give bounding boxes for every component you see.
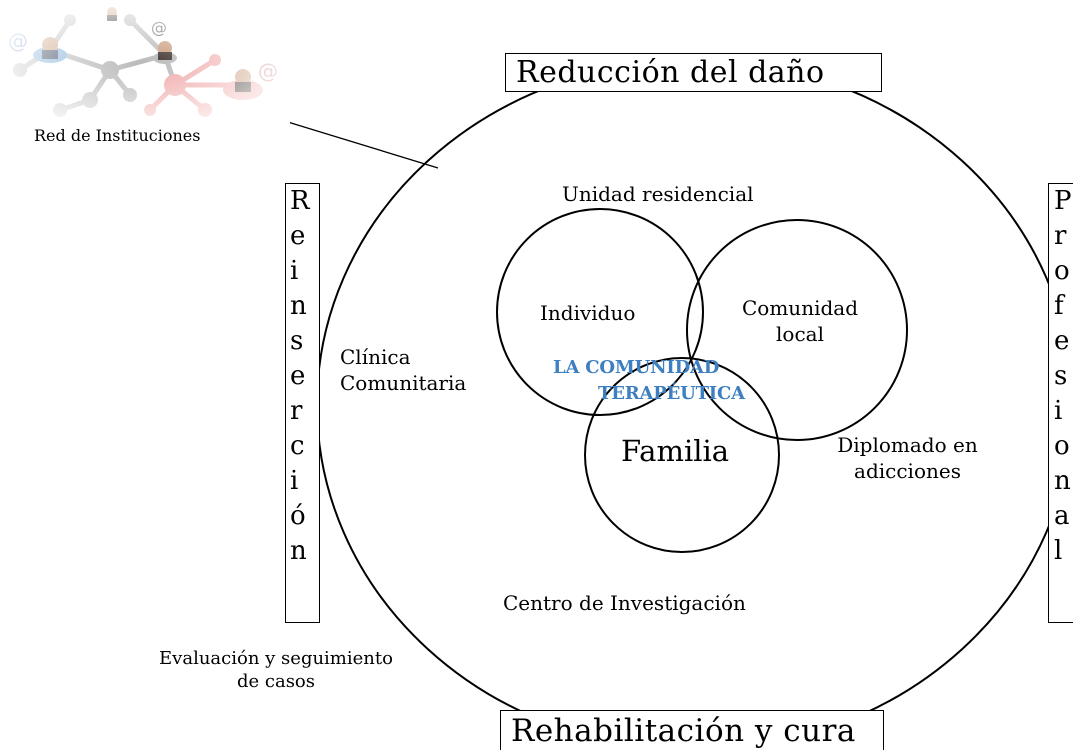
letter: e (290, 221, 306, 251)
title-reduccion: Reducción del daño (505, 53, 882, 92)
individuo-circle (496, 208, 704, 416)
label-line: Comunitaria (340, 371, 467, 395)
letter: n (1054, 466, 1071, 496)
brand-line-1: LA COMUNIDAD (553, 357, 720, 378)
network-illustration: @ @ @ (0, 0, 290, 130)
letter: e (1054, 326, 1070, 356)
outer-circle (316, 59, 1073, 750)
network-caption: Red de Instituciones (34, 126, 201, 145)
arrow-line (277, 118, 439, 169)
label-evaluacion: Evaluación y seguimiento de casos (125, 648, 427, 693)
letter: n (290, 536, 307, 566)
title-rehabilitacion: Rehabilitación y cura (500, 710, 884, 750)
label-familia: Familia (621, 434, 730, 468)
label-line: Evaluación y seguimiento (159, 648, 393, 669)
letter: i (1054, 396, 1063, 426)
comunidad-circle (686, 219, 908, 441)
letter: i (290, 256, 299, 286)
label-clinica-comunitaria: Clínica Comunitaria (340, 344, 466, 396)
label-line: adicciones (854, 459, 961, 483)
label-line: Comunidad (742, 296, 858, 320)
letter: s (290, 326, 304, 356)
letter: a (1054, 501, 1070, 531)
label-line: local (776, 322, 824, 346)
label-diplomado: Diplomado en adicciones (825, 432, 990, 484)
letter: R (290, 186, 310, 216)
letter: ó (290, 501, 306, 531)
label-line: Clínica (340, 345, 411, 369)
label-individuo: Individuo (540, 301, 636, 325)
letter: r (1054, 221, 1067, 251)
letter: o (1054, 431, 1070, 461)
letter: n (290, 291, 307, 321)
label-line: Diplomado en (837, 433, 978, 457)
label-line: de casos (236, 670, 316, 692)
letter: c (290, 431, 305, 461)
letter: r (290, 396, 303, 426)
letter: f (1054, 291, 1064, 321)
label-comunidad-local: Comunidad local (715, 295, 885, 347)
label-unidad-residencial: Unidad residencial (562, 182, 754, 206)
vertical-profesional: P r o f e s i o n a l (1048, 183, 1073, 623)
brand-line-2: TERAPÉUTICA (598, 383, 745, 404)
letter: P (1054, 186, 1072, 216)
vertical-reinsercion: R e i n s e r c i ó n (285, 183, 320, 623)
letter: o (1054, 256, 1070, 286)
familia-circle (584, 357, 780, 553)
label-centro-investigacion: Centro de Investigación (503, 591, 746, 615)
letter: s (1054, 361, 1068, 391)
letter: e (290, 361, 306, 391)
letter: i (290, 466, 299, 496)
letter: l (1054, 536, 1063, 566)
